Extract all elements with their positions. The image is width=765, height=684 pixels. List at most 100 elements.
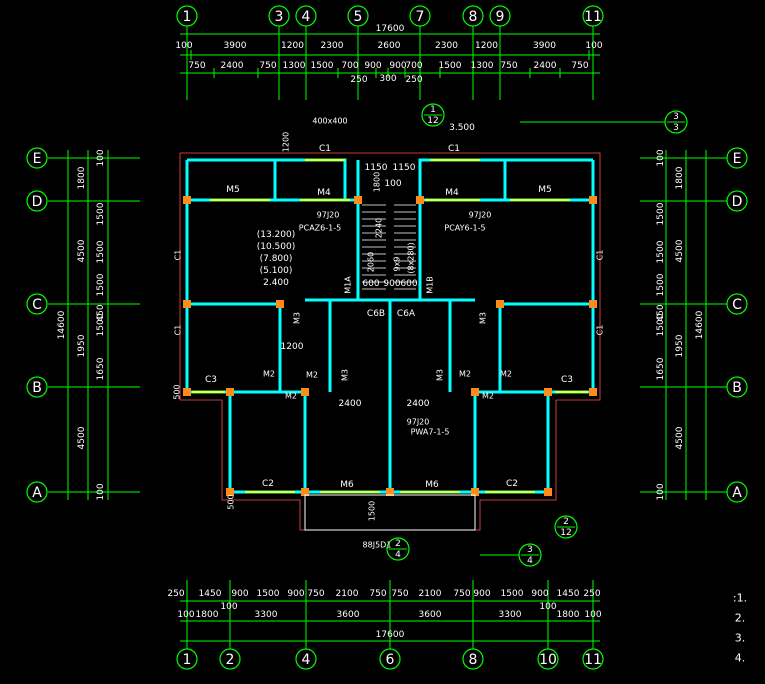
dim-right-inner-3: 1500 [656, 273, 666, 296]
dim-top-row1-0: 100 [175, 41, 192, 51]
label-m4-l: M4 [317, 188, 331, 198]
dim-right-inner-6: 1650 [656, 357, 666, 380]
dim-right-total: 14600 [695, 310, 705, 339]
note-2: 3. [735, 632, 746, 645]
axis-top-8-label: 8 [469, 9, 478, 25]
label-std-1b: 97J20 [469, 211, 492, 220]
dim-bottom-row1-15: 250 [583, 589, 600, 599]
dim-bottom-row1-5: 750 [307, 589, 324, 599]
column-18 [416, 196, 424, 204]
column-17 [354, 196, 362, 204]
dim-top-row2-10: 1300 [471, 61, 494, 71]
column-7 [471, 488, 479, 496]
dim-top-row2-11: 750 [500, 61, 517, 71]
label-2400-r: 2400 [407, 399, 430, 409]
label-1200-mid: 1200 [281, 342, 304, 352]
axis-top-9-bubble [489, 5, 511, 27]
axis-left-B-bubble [26, 376, 48, 398]
dim-bottom-row2-2: 3300 [255, 610, 278, 620]
dim-right-inner-7: 100 [656, 483, 666, 500]
label-m6-r: M6 [425, 480, 439, 490]
dim-top-row3-2: 250 [405, 75, 422, 85]
label-std-1: 97J20 [317, 211, 340, 220]
axis-bottom-8-bubble [462, 648, 484, 670]
axis-left-A-label: A [32, 485, 42, 501]
dim-top-row2-12: 2400 [534, 61, 557, 71]
dim-bottom-row1-7: 750 [369, 589, 386, 599]
axis-top-5-bubble [347, 5, 369, 27]
label-500-l: 500 [173, 384, 182, 399]
dim-right-inner-5: 1500 [656, 313, 666, 336]
label-c3-l: C3 [205, 375, 217, 385]
dim-top-row2-7: 900 [389, 61, 406, 71]
dim-bottom-row1-0: 250 [167, 589, 184, 599]
dim-bottom-row1-8: 750 [391, 589, 408, 599]
label-m1b: M1B [426, 276, 435, 293]
axis-top-3-label: 3 [275, 9, 284, 25]
label-level-4: 2.400 [263, 278, 289, 288]
dim-bottom-row1-14: 1450 [557, 589, 580, 599]
dim-top-row3-1: 300 [379, 74, 396, 84]
label-1200-top: 1200 [282, 132, 291, 152]
balcony [304, 494, 476, 531]
axis-right-A-bubble [726, 481, 748, 503]
dim-bottom-row2-1: 1800 [196, 610, 219, 620]
dim-bottom-row1-9: 2100 [419, 589, 442, 599]
axis-left-D-bubble [26, 190, 48, 212]
callout-c-top: 2 [563, 517, 569, 527]
label-m2-a: M2 [263, 370, 275, 379]
dim-top-row1-5: 2300 [435, 41, 458, 51]
dim-right-inner-4: 450 [656, 304, 666, 321]
label-m5-r: M5 [538, 185, 552, 195]
axis-top-9-label: 9 [496, 9, 505, 25]
callout-a-top: 1 [430, 105, 436, 115]
axis-left-A-bubble [26, 481, 48, 503]
dim-top-row2-0: 750 [188, 61, 205, 71]
label-400: 400x400 [312, 117, 347, 126]
column-6 [386, 488, 394, 496]
label-std-3: PCAY6-1-5 [444, 224, 485, 233]
callout-e-bottom: 4 [395, 550, 401, 560]
dim-left-inner-2: 1500 [96, 240, 106, 263]
label-stair1: 9x9 [393, 257, 402, 272]
dim-top-row2-13: 750 [571, 61, 588, 71]
dim-top-row1-8: 100 [585, 41, 602, 51]
label-c1-l: C1 [319, 144, 331, 154]
axis-bottom-11-bubble [582, 648, 604, 670]
axis-left-E-bubble [26, 147, 48, 169]
label-std-2: PCAZ6-1-5 [299, 224, 341, 233]
dim-bottom-row1b-0: 100 [220, 602, 237, 612]
callout-a-bottom: 12 [427, 116, 438, 126]
dim-left-inner-0: 100 [96, 149, 106, 166]
label-m1a: M1A [344, 276, 353, 294]
axis-right-E-label: E [733, 151, 742, 167]
axis-right-B-bubble [726, 376, 748, 398]
dim-bottom-row2-7: 100 [584, 610, 601, 620]
label-c1-vl1: C1 [174, 250, 183, 261]
axis-top-11-label: 11 [584, 9, 602, 25]
label-std-4: PWA7-1-5 [411, 428, 450, 437]
label-1800: 1800 [373, 172, 382, 192]
axis-left-C-label: C [32, 297, 42, 313]
axis-right-B-label: B [732, 380, 742, 396]
column-14 [496, 300, 504, 308]
column-2 [183, 388, 191, 396]
dim-top-row1-2: 1200 [281, 41, 304, 51]
dim-top-row1-7: 3900 [533, 41, 556, 51]
dim-bottom-row1-4: 900 [287, 589, 304, 599]
axis-bottom-6-label: 6 [386, 652, 395, 668]
dim-top-total: 17600 [376, 24, 405, 34]
dim-left-inner-1: 1500 [96, 202, 106, 225]
column-9 [544, 388, 552, 396]
dim-bottom-row2-6: 1800 [557, 610, 580, 620]
label-c1-vr1: C1 [596, 250, 605, 261]
dim-top-row1-4: 2600 [378, 41, 401, 51]
column-8 [471, 388, 479, 396]
axis-bottom-10-label: 10 [539, 652, 557, 668]
dim-right-inner-2: 1500 [656, 240, 666, 263]
label-level-0: (13.200) [257, 230, 296, 240]
dim-right-inner-0: 100 [656, 149, 666, 166]
label-m2-f: M2 [500, 370, 512, 379]
column-1 [183, 300, 191, 308]
note-1: 2. [735, 612, 746, 625]
